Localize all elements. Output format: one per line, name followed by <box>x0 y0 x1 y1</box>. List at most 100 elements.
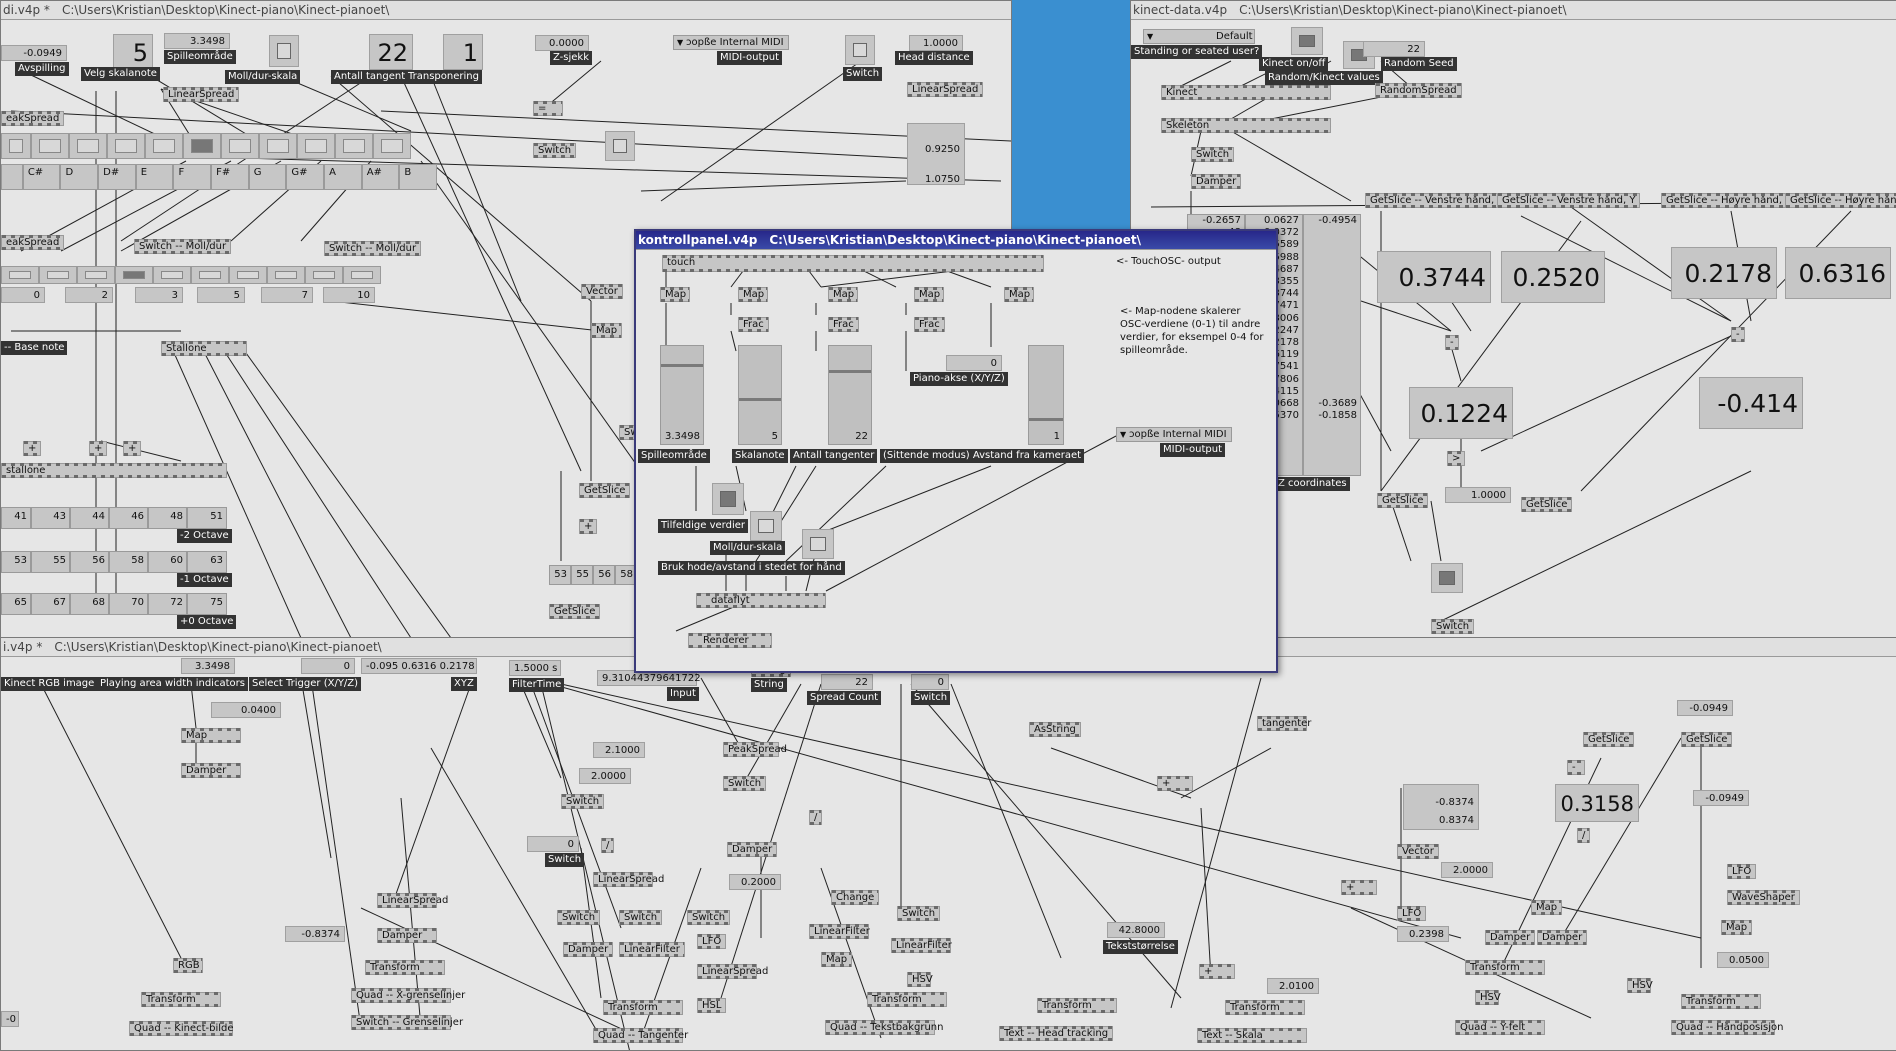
octave-cell[interactable]: 65 <box>1 593 31 615</box>
note-cell[interactable]: F <box>173 164 212 190</box>
getslice-node-b[interactable]: GetSlice <box>1521 497 1573 512</box>
note-cell[interactable] <box>1 164 23 190</box>
kinect-node[interactable]: Kinect <box>1161 85 1331 100</box>
note-toggle[interactable] <box>297 133 335 159</box>
octave-cell[interactable]: 48 <box>148 507 187 529</box>
slash-node-3[interactable]: / <box>1577 828 1591 843</box>
note-toggle[interactable] <box>259 133 297 159</box>
standing-seated-enum[interactable]: ▼Default <box>1143 29 1255 44</box>
change-node[interactable]: Change <box>831 890 880 905</box>
base-val[interactable]: 3 <box>135 287 183 303</box>
linearspread-node[interactable]: LinearSpread <box>377 893 448 908</box>
octave-cell[interactable]: 58 <box>109 551 148 573</box>
getslice-node-1[interactable]: GetSlice <box>1583 732 1635 747</box>
text-head-tracking[interactable]: Text -- Head tracking <box>999 1026 1113 1041</box>
z-toggle[interactable] <box>605 131 635 161</box>
hsv-node-3[interactable]: HSV <box>1627 978 1653 993</box>
switch-node-5[interactable]: Switch <box>619 910 663 925</box>
greater-than-node[interactable]: > <box>1447 451 1466 466</box>
lfo-node-3[interactable]: LFO <box>1727 864 1757 879</box>
switch-grenselinjer[interactable]: Switch -- Grenselinjer <box>351 1015 463 1030</box>
map-node-4[interactable]: Map <box>1721 920 1753 935</box>
value-neg-0949-b[interactable]: -0.0949 <box>1693 790 1749 806</box>
note-toggle[interactable] <box>69 133 107 159</box>
slash-node-2[interactable]: / <box>809 810 823 825</box>
minus-node-right[interactable]: - <box>1731 327 1745 342</box>
plus-node[interactable]: + <box>1157 776 1193 791</box>
plus-node-2[interactable]: + <box>579 519 598 534</box>
piano-akse-value[interactable]: 0 <box>946 355 1002 371</box>
transform-node-6[interactable]: Transform <box>1225 1000 1305 1015</box>
transform-node-2[interactable]: Transform <box>141 992 221 1007</box>
switch-node-1[interactable]: Switch <box>561 794 605 809</box>
note-toggle[interactable] <box>145 133 183 159</box>
small-val-cell[interactable]: 55 <box>571 565 593 585</box>
transponering-value[interactable]: 1 <box>443 34 483 70</box>
getslice-node[interactable]: GetSlice <box>579 483 631 498</box>
note-cell[interactable]: F# <box>211 164 249 190</box>
antall-tangenter-slider[interactable]: 22 <box>828 345 872 445</box>
octave-cell[interactable]: 68 <box>70 593 109 615</box>
map-node[interactable]: Map <box>828 287 858 302</box>
peakspread-node-2[interactable]: eakSpread <box>1 235 65 250</box>
select-trigger-value[interactable]: 0 <box>301 658 355 674</box>
scale-toggle[interactable] <box>229 266 267 284</box>
switch-moll-dur-node[interactable]: Switch -- Moll/dur <box>134 239 232 254</box>
octave-cell[interactable]: 67 <box>31 593 70 615</box>
vector-node[interactable]: Vector <box>1397 844 1439 859</box>
octave-cell[interactable]: 70 <box>109 593 148 615</box>
lfo-node-2[interactable]: LFO <box>1397 906 1427 921</box>
scale-toggle[interactable] <box>153 266 191 284</box>
scale-toggle[interactable] <box>77 266 115 284</box>
map-node[interactable]: Map <box>660 287 690 302</box>
note-cell[interactable]: G# <box>286 164 325 190</box>
octave-cell[interactable]: 51 <box>187 507 227 529</box>
scale-toggle[interactable] <box>305 266 343 284</box>
note-toggle[interactable] <box>183 133 221 159</box>
note-toggle[interactable] <box>31 133 69 159</box>
damper-node[interactable]: Damper <box>1191 174 1242 189</box>
note-cell[interactable]: D <box>60 164 99 190</box>
value-0500[interactable]: 0.0500 <box>1717 952 1769 968</box>
scale-toggle[interactable] <box>191 266 229 284</box>
z-sjekk-value[interactable]: 0.0000 <box>535 35 589 51</box>
damper-node-4[interactable]: Damper <box>563 942 614 957</box>
left-diff-value[interactable]: 0.1224 <box>1409 387 1513 439</box>
text-skala[interactable]: Text -- Skala <box>1197 1028 1307 1043</box>
avstand-slider[interactable]: 1 <box>1028 345 1064 445</box>
base-val[interactable]: 7 <box>261 287 313 303</box>
base-val[interactable]: 10 <box>323 287 375 303</box>
switch-node[interactable]: Switch <box>1191 147 1235 162</box>
damper-node-3[interactable]: Damper <box>727 842 778 857</box>
map-node[interactable]: Map <box>914 287 944 302</box>
small-val-cell[interactable]: 56 <box>593 565 615 585</box>
value-3158[interactable]: 0.3158 <box>1555 784 1639 822</box>
octave-cell[interactable]: 43 <box>31 507 70 529</box>
linearspread-node-right[interactable]: LinearSpread <box>907 82 984 97</box>
value-2010[interactable]: 2.0100 <box>1267 978 1319 994</box>
venstre-y-value[interactable]: 0.2520 <box>1501 251 1605 303</box>
transform-node-5[interactable]: Transform <box>1037 998 1117 1013</box>
transform-node-8[interactable]: Transform <box>1681 994 1761 1009</box>
renderer-node[interactable]: Renderer <box>688 633 772 648</box>
plus-node-2[interactable]: + <box>1199 964 1235 979</box>
touch-node[interactable]: touch <box>662 255 1044 272</box>
window-title-bar[interactable]: di.v4p *C:\Users\Kristian\Desktop\Kinect… <box>1 1 1011 20</box>
quad-y-felt[interactable]: Quad -- Y-felt <box>1455 1020 1545 1035</box>
plus-node[interactable]: + <box>23 441 42 456</box>
getslice-node-2[interactable]: GetSlice <box>1681 732 1733 747</box>
one-value[interactable]: 1.0000 <box>1445 487 1511 503</box>
switch-node-3[interactable]: Switch <box>687 910 731 925</box>
octave-cell[interactable]: 60 <box>148 551 187 573</box>
note-cell[interactable]: G <box>248 164 287 190</box>
velg-skalanote-value[interactable]: 5 <box>113 34 153 70</box>
damper-node-5[interactable]: Damper <box>1485 930 1536 945</box>
note-cell[interactable]: D# <box>98 164 136 190</box>
filtertime-value[interactable]: 1.5000 s <box>509 660 561 676</box>
tekststorrelse-value[interactable]: 42.8000 <box>1107 922 1165 938</box>
damper-node[interactable]: Damper <box>181 763 241 778</box>
rgb-node[interactable]: RGB <box>173 958 203 973</box>
value-neg-0949-a[interactable]: -0.0949 <box>1677 700 1733 716</box>
scale-toggle[interactable] <box>1 266 39 284</box>
